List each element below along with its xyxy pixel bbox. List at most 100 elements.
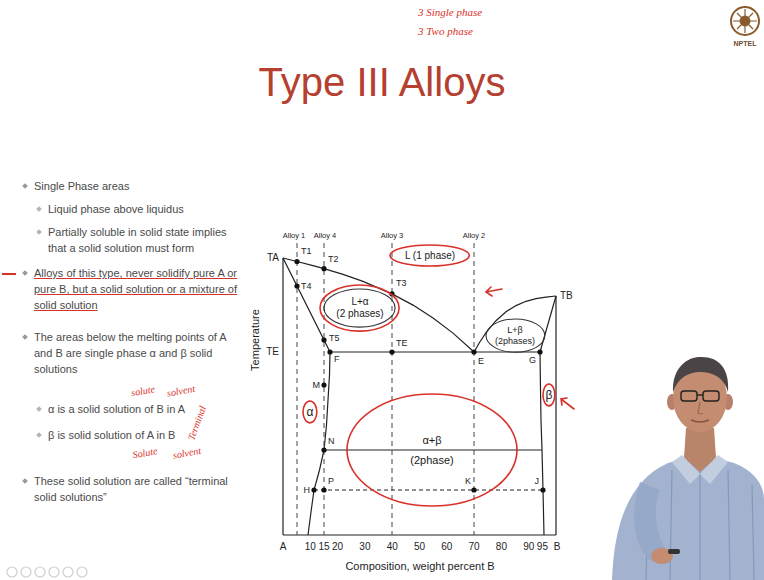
axis-line: [282, 258, 283, 535]
bullet-list: Single Phase areasLiquid phase above liq…: [0, 178, 250, 505]
axis-line: [555, 296, 556, 535]
tick-label: 60: [441, 541, 452, 553]
presenter-nose: [698, 402, 703, 414]
tick-label: 95: [537, 541, 548, 553]
region-label: β: [546, 388, 553, 402]
point-dot: [321, 337, 326, 342]
tie-line: [324, 450, 542, 451]
temperature-label: TA: [267, 252, 279, 264]
point-dot: [471, 349, 476, 354]
phase-region-label: L (1 phase): [390, 245, 469, 266]
alloy-label: Alloy 1: [283, 232, 306, 241]
liquidus-curve: [474, 296, 556, 352]
tick-label: 70: [469, 541, 480, 553]
pen-arrow: [561, 398, 574, 409]
solvus-curve: [308, 352, 330, 535]
point-label: K: [465, 476, 471, 486]
phase-region-label: β: [543, 384, 555, 406]
tick-label: 20: [332, 541, 343, 553]
point-label: T2: [328, 254, 339, 264]
phase-diagram: [283, 243, 556, 535]
region-outline: [347, 394, 517, 506]
pen-note: solute: [130, 383, 156, 398]
pen-note: 3 Two phase: [418, 25, 473, 38]
phase-region-label: L+β(2phases): [486, 319, 545, 352]
tick-label: 80: [496, 541, 507, 553]
point-label: G: [529, 355, 536, 365]
bullet-text: α is a solid solution of B in A: [48, 401, 242, 417]
point-label: N: [328, 436, 335, 446]
logo-spokes: [733, 9, 757, 33]
phase-region-label: α: [303, 401, 317, 423]
point-dot: [311, 487, 316, 492]
alloy-label: Alloy 2: [463, 232, 486, 241]
dashed-tie-line: [314, 490, 543, 491]
region-outline: [324, 289, 395, 327]
logo-text: NPTEL: [734, 40, 757, 48]
point-label: M: [313, 380, 321, 390]
toolbar-icon: [49, 567, 59, 577]
presenter-glasses: [681, 391, 719, 401]
region-outline: [390, 245, 469, 266]
tick-label: 40: [387, 541, 398, 553]
solidus-line: [540, 296, 556, 352]
solvus-curve: [540, 352, 544, 535]
alloy-line: [392, 243, 393, 535]
tick-label: 30: [359, 541, 370, 553]
region-label: L+β: [507, 325, 522, 336]
logo-ring: [731, 7, 759, 35]
pen-annotations: [486, 287, 574, 409]
temperature-label: TE: [266, 346, 279, 358]
point-dot: [471, 487, 476, 492]
region-label: α+β: [422, 434, 441, 446]
solidus-line: [283, 258, 330, 352]
point-label: H: [304, 485, 311, 495]
axis-end-label: A: [280, 541, 287, 553]
bullet-text: Liquid phase above liquidus: [48, 201, 242, 217]
toolbar-icon: [63, 567, 73, 577]
point-dot: [321, 447, 326, 452]
region-outline: [347, 394, 517, 506]
region-label: L+α: [351, 296, 368, 308]
pen-note: solvent: [172, 445, 202, 461]
point-dot: [327, 349, 332, 354]
point-dot: [294, 259, 299, 264]
alloy-label: Alloy 3: [381, 232, 404, 241]
tick-label: 10: [305, 541, 316, 553]
shirt-stripes: [646, 470, 754, 580]
region-outline: [543, 384, 555, 406]
region-outline: [486, 319, 545, 352]
toolbar-icons: [7, 567, 87, 577]
point-label: TE: [396, 338, 408, 348]
alloy-label: Alloy 4: [314, 232, 337, 241]
pen-note: solvent: [166, 383, 196, 399]
bullet-text: Single Phase areas: [34, 178, 241, 194]
point-dot: [294, 283, 299, 288]
pen-note: Solute: [132, 445, 159, 461]
axis-title: Composition, weight percent B: [345, 560, 494, 573]
presenter-hair: [673, 357, 728, 392]
point-label: E: [478, 356, 484, 366]
point-dot: [321, 382, 326, 387]
point-label: J: [535, 476, 540, 486]
bullet-text: These solid solution are called “termina…: [34, 473, 241, 505]
point-label: T4: [301, 281, 312, 291]
tick-label: 15: [318, 541, 329, 553]
point-dot: [537, 349, 542, 354]
glasses-lens: [681, 391, 697, 401]
glasses-lens: [703, 391, 719, 401]
phase-region-label: α+β(2phase): [347, 394, 517, 506]
pen-note: 3 Single phase: [418, 6, 482, 19]
bullet-text: Partially soluble in solid state implies…: [48, 224, 242, 256]
phase-region-label: L+α(2 phases): [324, 289, 395, 327]
point-label: T5: [329, 333, 340, 343]
pen-arrow: [486, 287, 502, 296]
bullet-text: The areas below the melting points of A …: [34, 329, 241, 377]
presenter-shirt: [612, 454, 764, 580]
bullet-text: Alloys of this type, never solidify pure…: [34, 265, 241, 313]
presenter-photo: [612, 357, 764, 580]
region-outline: [320, 285, 399, 331]
diagram-points: [294, 259, 545, 493]
glasses-bridge: [697, 394, 703, 395]
